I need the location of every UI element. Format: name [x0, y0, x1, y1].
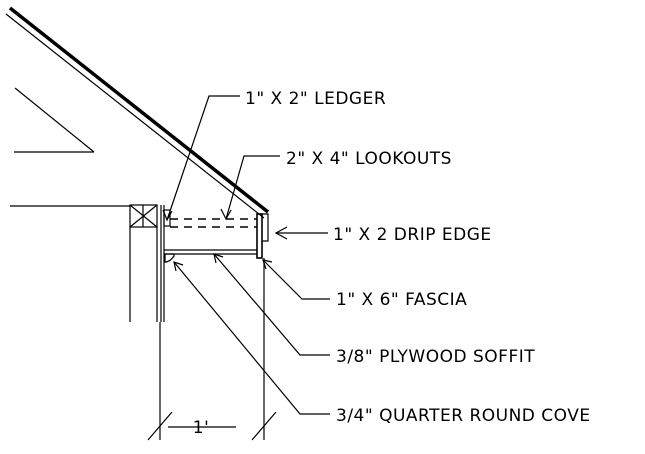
drip-edge-label: 1" X 2 DRIP EDGE	[333, 225, 492, 245]
rafter-fragment	[14, 87, 95, 153]
fascia-leader	[262, 259, 330, 300]
ledger-board	[163, 209, 171, 227]
lookouts-leader	[220, 155, 280, 221]
top-plate-block	[129, 204, 158, 228]
cove-label: 3/4" QUARTER ROUND COVE	[336, 406, 591, 426]
drip-edge	[262, 213, 269, 242]
soffit-leader	[213, 253, 330, 356]
dimension-line	[147, 411, 277, 441]
fascia-label: 1" X 6" FASCIA	[336, 290, 467, 310]
lookouts	[170, 218, 257, 228]
drip-edge-leader	[274, 226, 328, 240]
soffit-label: 3/8" PLYWOOD SOFFIT	[336, 347, 535, 367]
quarter-round-cove	[164, 253, 175, 263]
roof-line	[5, 6, 270, 219]
dimension-extension-lines	[159, 258, 265, 440]
dimension-label: 1'	[193, 418, 210, 438]
lookouts-label: 2" X 4" LOOKOUTS	[286, 149, 452, 169]
fascia-board	[256, 213, 263, 259]
cove-leader	[173, 261, 330, 415]
ledger-label: 1" X 2" LEDGER	[245, 89, 386, 109]
ledger-leader	[162, 95, 240, 222]
soffit	[164, 249, 257, 255]
